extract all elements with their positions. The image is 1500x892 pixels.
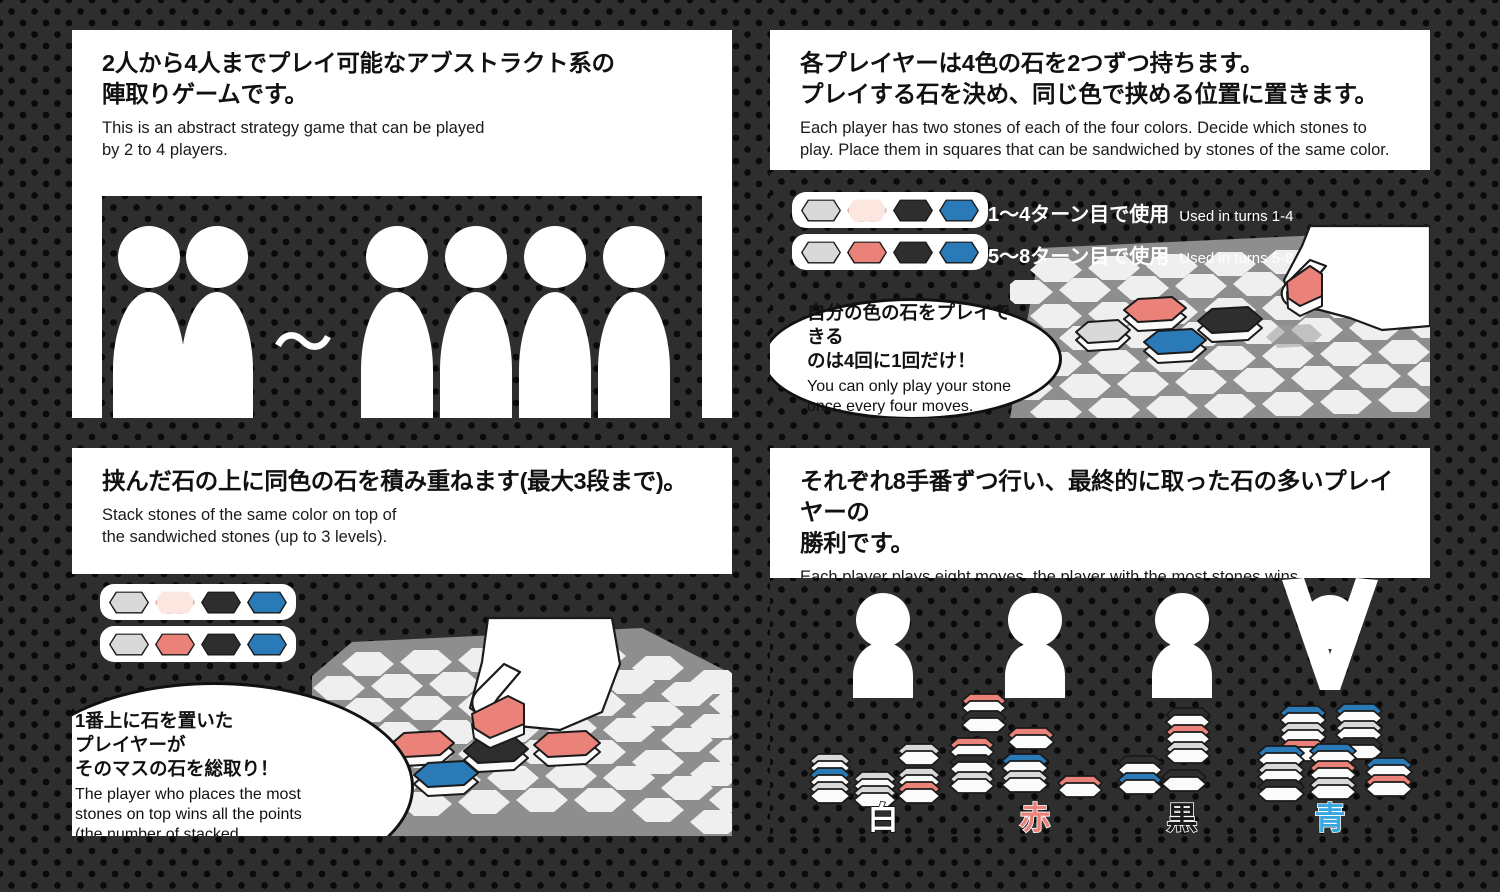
panel-stones-jp-heading: 各プレイヤーは4色の石を2つずつ持ちます。 プレイする石を決め、同じ色で挟める位…: [800, 50, 1378, 108]
tray-label-1: 1〜4ターン目で使用 Used in turns 1-4: [988, 198, 1293, 227]
scoring-illustration: 白 White 赤 Red 黒 Black 青 Blue: [770, 578, 1430, 836]
tray-slot-black: [893, 239, 933, 265]
panel-stacking-text: 挟んだ石の上に同色の石を積み重ねます(最大3段まで)。 Stack stones…: [72, 448, 732, 548]
bubble-en-text: The player who places the most stones on…: [75, 785, 302, 837]
person-body: [181, 292, 253, 418]
speech-bubble-turn-rule: 自分の色の石をプレイできる のは4回に1回だけ！ You can only pl…: [770, 298, 1062, 418]
tray-label-2-jp: 5〜8ターン目で使用: [988, 246, 1170, 268]
tray-label-1-jp: 1〜4ターン目で使用: [988, 204, 1170, 226]
panel-scoring-jp-heading: それぞれ8手番ずつ行い、最終的に取った石の多いプレイヤーの 勝利です。: [800, 468, 1393, 557]
range-tilde: 〜: [274, 309, 333, 377]
tray-slot-white: [801, 197, 841, 223]
tray-slot-empty: [847, 197, 887, 223]
person-body: [113, 292, 185, 418]
player-label-black-jp: 黒: [1166, 801, 1199, 836]
tray-label-2: 5〜8ターン目で使用 Used in turns 5-8: [988, 240, 1293, 269]
person-figure: [518, 226, 592, 418]
stone-tray-1: [792, 192, 988, 228]
hex-board: [1010, 224, 1430, 418]
bubble-jp-text: 1番上に石を置いた プレイヤーが そのマスの石を総取り！: [75, 710, 279, 779]
panel-players: 2人から4人までプレイ可能なアブストラクト系の 陣取りゲームです。 This i…: [72, 30, 732, 418]
panel-stacking-jp-heading: 挟んだ石の上に同色の石を積み重ねます(最大3段まで)。: [102, 468, 687, 494]
stone-stack-blue: [1257, 703, 1413, 802]
player-label-black: 黒 Black: [1122, 801, 1242, 836]
tray-slot-blue: [247, 589, 287, 615]
panel-stones-text: 各プレイヤーは4色の石を2つずつ持ちます。 プレイする石を決め、同じ色で挟める位…: [770, 30, 1430, 161]
person-figure: [112, 226, 186, 418]
person-head: [366, 226, 428, 288]
person-body: [519, 292, 591, 418]
panel-scoring-text: それぞれ8手番ずつ行い、最終的に取った石の多いプレイヤーの 勝利です。 Each…: [770, 448, 1430, 588]
person-figure: [439, 226, 513, 418]
player-figure-white: [853, 593, 913, 698]
tray-slot-white: [109, 631, 149, 657]
stone-tray-2: [792, 234, 988, 270]
stone-tray-2: [100, 626, 296, 662]
person-head: [524, 226, 586, 288]
hex-board: [312, 616, 732, 836]
panel-players-jp-heading: 2人から4人までプレイ可能なアブストラクト系の 陣取りゲームです。: [102, 50, 615, 108]
tray-slot-white: [109, 589, 149, 615]
players-illustration: 〜: [102, 196, 702, 418]
player-label-white: 白 White: [823, 801, 943, 836]
panel-stones-en-text: Each player has two stones of each of th…: [800, 119, 1390, 160]
player-figure-red: [1005, 593, 1065, 698]
panel-players-en-text: This is an abstract strategy game that c…: [102, 119, 485, 160]
stone-stack-white: [809, 743, 941, 808]
panel-players-text: 2人から4人までプレイ可能なアブストラクト系の 陣取りゲームです。 This i…: [72, 30, 732, 161]
person-head: [186, 226, 248, 288]
panel-stacking-en-text: Stack stones of the same color on top of…: [102, 506, 397, 547]
person-figure: [360, 226, 434, 418]
stone-tray-1: [100, 584, 296, 620]
tray-slot-blue: [247, 631, 287, 657]
player-label-blue: 青 Blue: [1270, 801, 1390, 836]
person-head: [603, 226, 665, 288]
tray-slot-blue: [939, 239, 979, 265]
person-figure: [597, 226, 671, 418]
panel-scoring: それぞれ8手番ずつ行い、最終的に取った石の多いプレイヤーの 勝利です。 Each…: [770, 448, 1430, 836]
person-head: [118, 226, 180, 288]
person-body: [361, 292, 433, 418]
speech-bubble-scoring-rule: 1番上に石を置いた プレイヤーが そのマスの石を総取り！ The player …: [72, 682, 414, 836]
tray-slot-black: [893, 197, 933, 223]
player-label-red: 赤 Red: [975, 801, 1095, 836]
tray-label-1-en: Used in turns 1-4: [1179, 208, 1294, 225]
tray-slot-empty: [155, 589, 195, 615]
tray-slot-red: [847, 239, 887, 265]
player-figure-black: [1152, 593, 1212, 698]
player-figure-blue-winner: [1282, 578, 1378, 690]
player-label-white-jp: 白: [867, 801, 900, 836]
stone-stack-black: [1117, 707, 1211, 795]
tray-slot-black: [201, 589, 241, 615]
tray-slot-blue: [939, 197, 979, 223]
tray-label-2-en: Used in turns 5-8: [1179, 250, 1294, 267]
player-label-blue-jp: 青: [1314, 801, 1347, 836]
panel-stacking: 挟んだ石の上に同色の石を積み重ねます(最大3段まで)。 Stack stones…: [72, 448, 732, 836]
tray-slot-white: [801, 239, 841, 265]
panel-stones: 各プレイヤーは4色の石を2つずつ持ちます。 プレイする石を決め、同じ色で挟める位…: [770, 30, 1430, 418]
bubble-jp-text: 自分の色の石をプレイできる のは4回に1回だけ！: [807, 302, 1011, 371]
stone-stack-red: [949, 693, 1103, 798]
winners-illustration: [809, 578, 1413, 808]
player-label-red-jp: 赤: [1019, 801, 1052, 836]
person-head: [445, 226, 507, 288]
bubble-en-text: You can only play your stone once every …: [807, 377, 1011, 415]
person-body: [440, 292, 512, 418]
tray-slot-red: [155, 631, 195, 657]
tray-slot-black: [201, 631, 241, 657]
person-body: [598, 292, 670, 418]
person-figure: [180, 226, 254, 418]
stones-illustration: 1〜4ターン目で使用 Used in turns 1-4 5〜8ターン目で使用 Us…: [770, 170, 1430, 418]
